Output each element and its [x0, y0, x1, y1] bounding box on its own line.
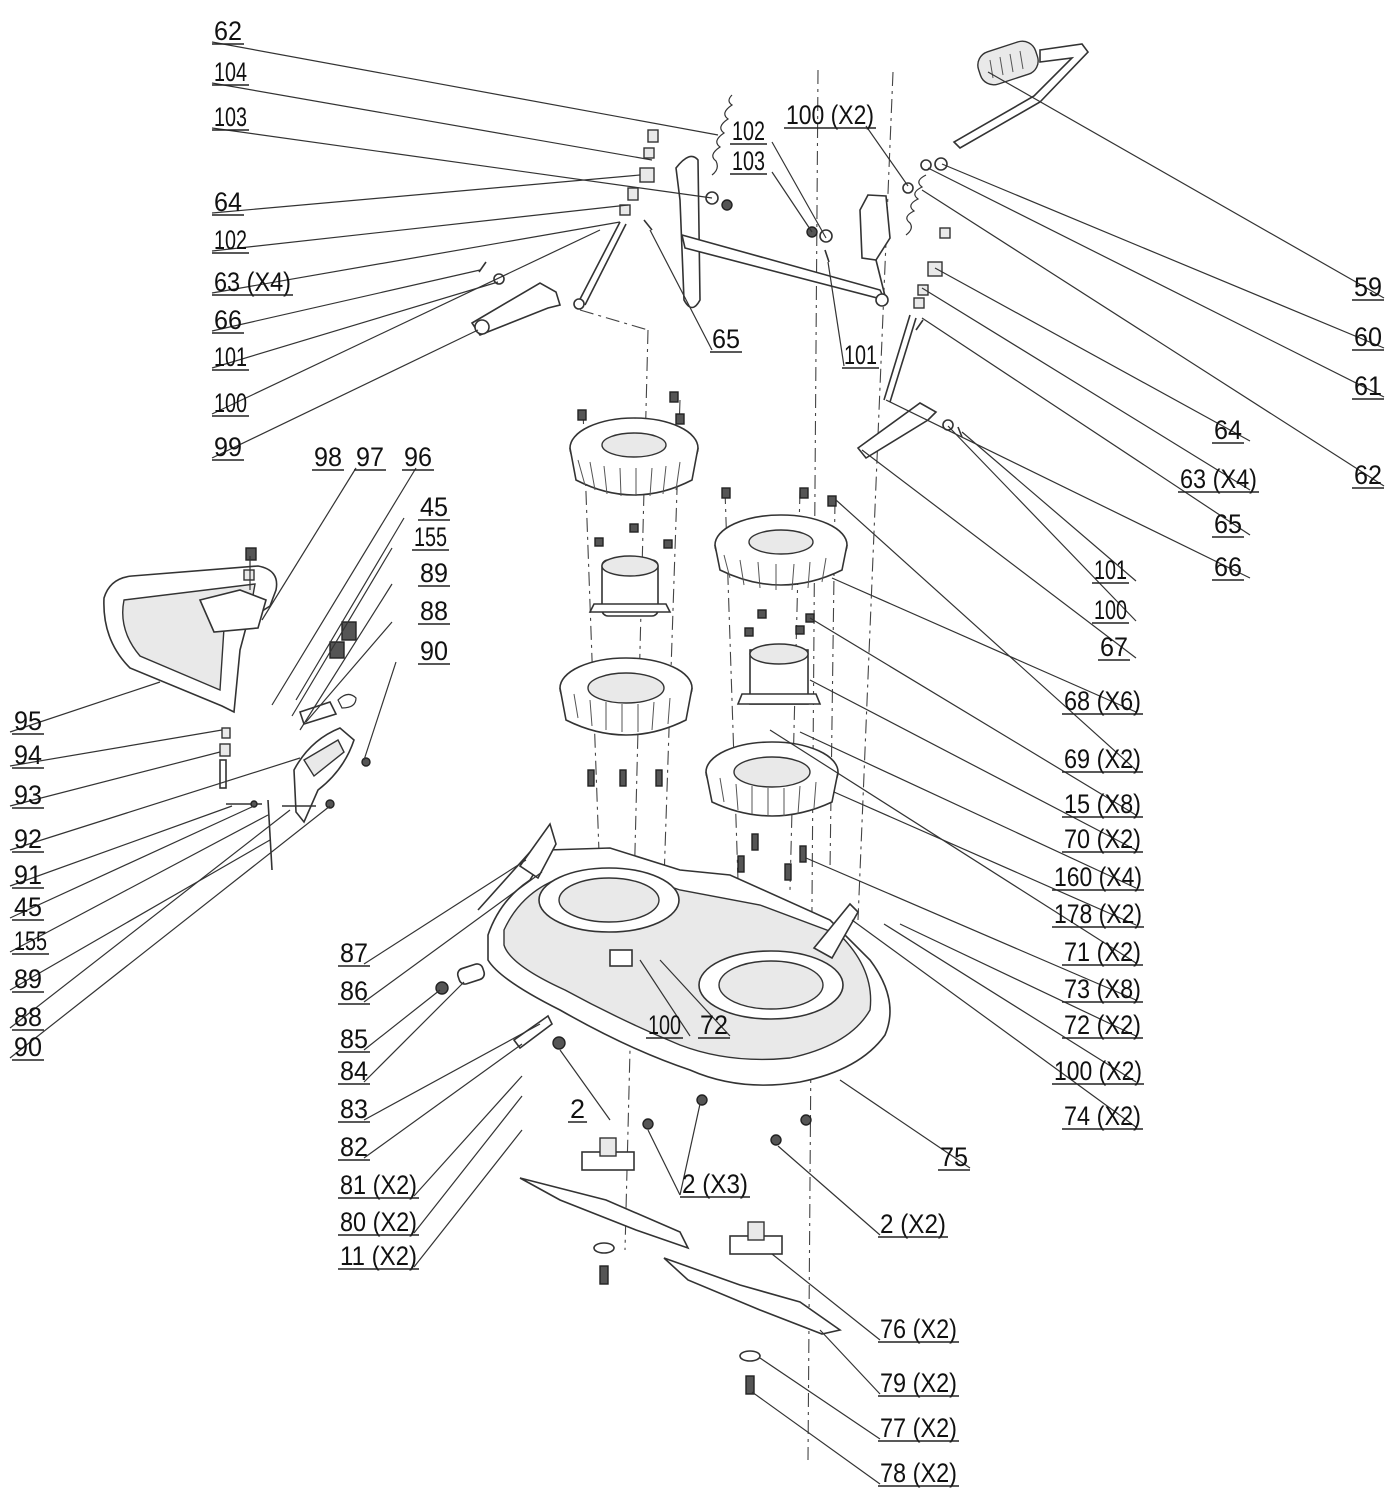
part-label: 88: [14, 1002, 42, 1032]
part-label: 94: [14, 740, 42, 770]
part-label: 69 (X2): [1064, 744, 1141, 774]
screws: [552, 391, 837, 1146]
part-label: 66: [214, 305, 242, 335]
part-label: 59: [1354, 272, 1382, 302]
blades-spindles: [519, 1137, 842, 1395]
part-label: 45: [420, 492, 448, 522]
part-label: 80 (X2): [340, 1207, 417, 1237]
part-label: 62: [214, 16, 242, 46]
part-label: 85: [340, 1024, 368, 1054]
part-label: 61: [1354, 371, 1382, 401]
right-motor-stack: [705, 514, 848, 817]
part-label: 100 (X2): [1054, 1056, 1142, 1086]
part-label: 84: [340, 1056, 368, 1086]
chute-assembly: [103, 547, 371, 871]
part-label: 101: [1094, 555, 1127, 585]
part-label: 95: [14, 706, 42, 736]
part-label: 178 (X2): [1054, 899, 1142, 929]
part-label: 160 (X4): [1054, 862, 1142, 892]
part-label: 2 (X2): [880, 1209, 946, 1239]
right-lever-assembly: [806, 40, 1090, 460]
part-label: 64: [1214, 415, 1242, 445]
part-label: 98: [314, 442, 342, 472]
part-label: 155: [414, 522, 447, 552]
part-label: 66: [1214, 552, 1242, 582]
part-label: 104: [214, 57, 247, 87]
part-label: 100 (X2): [786, 100, 874, 130]
part-label: 65: [1214, 509, 1242, 539]
part-label: 74 (X2): [1064, 1101, 1141, 1131]
part-label: 81 (X2): [340, 1170, 417, 1200]
part-label: 92: [14, 824, 42, 854]
part-label: 102: [732, 116, 765, 146]
part-label: 11 (X2): [340, 1241, 417, 1271]
part-label: 88: [420, 596, 448, 626]
part-label: 77 (X2): [880, 1413, 957, 1443]
part-label: 45: [14, 892, 42, 922]
part-label: 2: [570, 1094, 585, 1124]
part-label: 63 (X4): [1180, 464, 1257, 494]
mower-deck: [435, 822, 891, 1086]
part-label: 72: [700, 1010, 728, 1040]
part-label: 101: [844, 340, 877, 370]
part-label: 100: [1094, 595, 1127, 625]
part-label: 70 (X2): [1064, 824, 1141, 854]
part-label: 62: [1354, 460, 1382, 490]
part-label: 155: [14, 926, 47, 956]
left-motor-stack: [559, 417, 699, 736]
part-label: 91: [14, 860, 42, 890]
part-label: 78 (X2): [880, 1458, 957, 1488]
part-label: 68 (X6): [1064, 686, 1141, 716]
part-label: 93: [14, 780, 42, 810]
part-label: 67: [1100, 632, 1128, 662]
part-label: 99: [214, 432, 242, 462]
part-label: 76 (X2): [880, 1314, 957, 1344]
part-label: 90: [14, 1032, 42, 1062]
part-label: 15 (X8): [1064, 789, 1141, 819]
part-label: 72 (X2): [1064, 1010, 1141, 1040]
part-label: 60: [1354, 322, 1382, 352]
part-label: 97: [356, 442, 384, 472]
part-label: 79 (X2): [880, 1368, 957, 1398]
part-label: 87: [340, 938, 368, 968]
part-label: 89: [14, 964, 42, 994]
part-label: 65: [712, 324, 740, 354]
part-label: 2 (X3): [682, 1169, 748, 1199]
part-label: 82: [340, 1132, 368, 1162]
part-label: 100: [214, 388, 247, 418]
part-label: 101: [214, 342, 247, 372]
part-label: 83: [340, 1094, 368, 1124]
part-label: 89: [420, 558, 448, 588]
part-label: 103: [214, 102, 247, 132]
part-label: 71 (X2): [1064, 937, 1141, 967]
part-label: 100: [648, 1010, 681, 1040]
part-label: 96: [404, 442, 432, 472]
part-label: 102: [214, 225, 247, 255]
part-label: 103: [732, 146, 765, 176]
leader-lines: [9, 41, 1385, 1485]
part-label: 90: [420, 636, 448, 666]
part-label: 86: [340, 976, 368, 1006]
part-label: 75: [940, 1142, 968, 1172]
part-label: 73 (X8): [1064, 974, 1141, 1004]
part-label: 63 (X4): [214, 267, 291, 297]
part-label: 64: [214, 187, 242, 217]
